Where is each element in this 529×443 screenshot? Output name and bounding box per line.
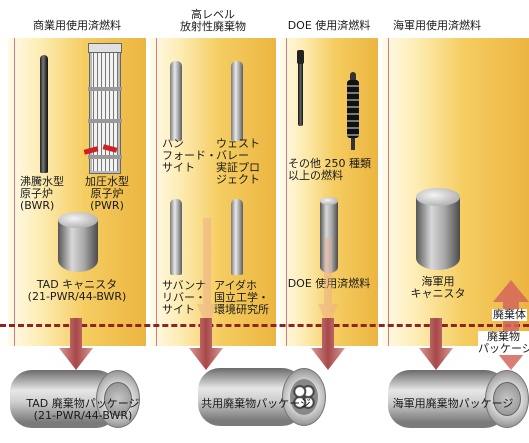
down-arrow-icon — [189, 318, 223, 370]
legend-double-arrow-icon — [493, 280, 529, 370]
down-arrow-icon — [419, 318, 453, 370]
westvalley-canister-icon — [231, 61, 243, 141]
header-hlw-line1: 高レベル — [191, 8, 235, 21]
tad-waste-package-icon — [10, 370, 140, 428]
navy-waste-package-icon — [388, 370, 529, 428]
idaho-canister-icon — [231, 199, 243, 275]
common-package-label: 共用廃棄物パッケージ — [201, 397, 311, 410]
tad-canister-icon — [58, 212, 98, 272]
doe-other-label: その他 250 種類 以上の燃料 — [288, 157, 371, 182]
pwr-fuel-assembly-icon — [88, 43, 122, 174]
navy-canister-label: 海軍用 キャニスタ — [410, 275, 466, 300]
tad-canister-label: TAD キャニスタ (21-PWR/44-BWR) — [27, 278, 127, 303]
navy-canister-icon — [416, 188, 460, 270]
bwr-label: 沸騰水型 原子炉 (BWR) — [20, 175, 64, 212]
doe-fuel-rod-icon — [297, 50, 304, 126]
faint-arrow-icon — [197, 218, 217, 328]
doe-column — [280, 38, 378, 346]
hanford-canister-icon — [170, 61, 182, 141]
idaho-label: アイダホ 国立工学・ 環境研究所 — [214, 279, 269, 316]
legend-upper-label: 廃棄体 — [492, 308, 527, 321]
commercial-column — [8, 38, 146, 346]
bwr-fuel-rod-icon — [40, 55, 48, 173]
westvalley-label: ウェスト バレー 実証プロ ジェクト — [216, 137, 260, 186]
faint-arrow-icon — [318, 238, 338, 328]
waste-form-package-divider — [0, 324, 529, 327]
doe-canister-icon — [320, 197, 338, 273]
doe-fuel-element-icon — [347, 72, 359, 150]
header-navy: 海軍用使用済燃料 — [393, 19, 481, 32]
legend-lower-label: 廃棄物 パッケージ — [478, 331, 529, 355]
tad-package-label: TAD 廃棄物パッケージ (21-PWR/44-BWR) — [26, 397, 140, 422]
navy-package-label: 海軍用廃棄物パッケージ — [392, 397, 514, 410]
savannah-canister-icon — [170, 199, 182, 275]
hanford-label: ハン フォード・ サイト — [162, 137, 217, 174]
header-doe: DOE 使用済燃料 — [287, 19, 371, 32]
header-commercial: 商業用使用済燃料 — [33, 19, 121, 32]
common-waste-package-icon — [198, 368, 326, 426]
doe-canister-label: DOE 使用済燃料 — [287, 277, 371, 290]
savannah-label: サバンナ リバー・ サイト — [162, 279, 207, 316]
down-arrow-icon — [59, 318, 93, 370]
header-hlw: 高レベル 放射性廃棄物 — [150, 9, 276, 33]
down-arrow-icon — [311, 318, 345, 370]
header-hlw-line2: 放射性廃棄物 — [180, 20, 246, 33]
pwr-label: 加圧水型 原子炉 (PWR) — [85, 175, 129, 212]
